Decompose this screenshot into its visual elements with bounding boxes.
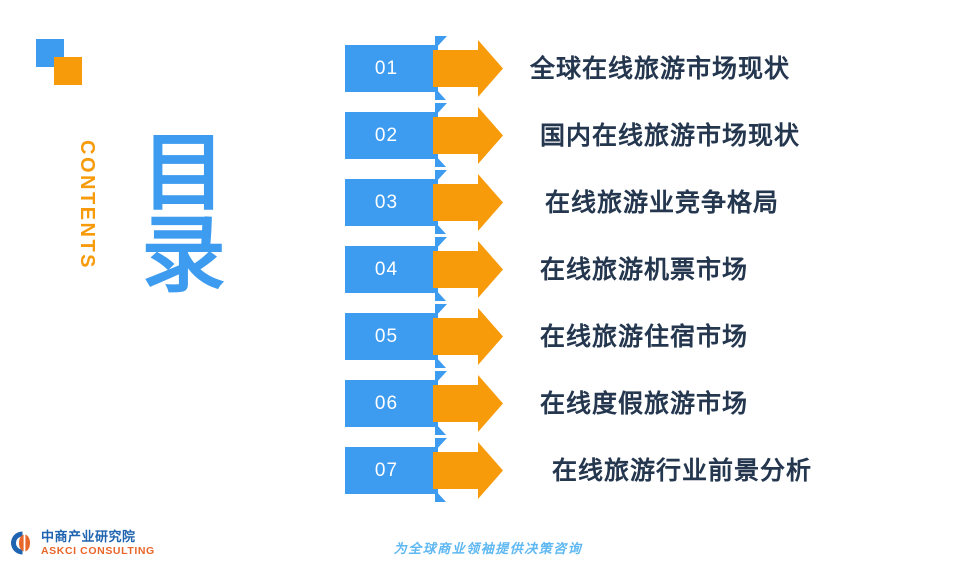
- item-number: 02: [374, 125, 399, 146]
- badge-rectangle: [345, 246, 438, 293]
- item-label: 在线旅游住宿市场: [540, 322, 749, 351]
- item-label: 全球在线旅游市场现状: [530, 54, 791, 83]
- badge-rectangle: [345, 179, 438, 226]
- decorative-squares: [36, 39, 82, 85]
- list-item[interactable]: 04 在线旅游机票市场: [345, 237, 945, 301]
- badge-notch-bottom-icon: [435, 289, 446, 301]
- arrow-right-icon: [433, 174, 503, 231]
- badge-rectangle: [345, 313, 438, 360]
- badge-notch-top-icon: [435, 36, 447, 49]
- item-badge: 03: [345, 170, 505, 234]
- footer-logo-cn: 中商产业研究院: [41, 528, 136, 544]
- agenda-list: 01 全球在线旅游市场现状 02: [345, 36, 945, 514]
- item-badge: 06: [345, 371, 505, 435]
- item-number: 06: [374, 393, 399, 414]
- badge-notch-top-icon: [435, 304, 447, 317]
- item-label: 在线旅游业竞争格局: [545, 188, 780, 217]
- badge-notch-bottom-icon: [435, 155, 446, 167]
- item-label: 在线度假旅游市场: [540, 389, 749, 418]
- page-title: 目录: [128, 128, 226, 292]
- footer-logo-en: ASKCI CONSULTING: [41, 544, 155, 557]
- badge-rectangle: [345, 380, 438, 427]
- item-label: 国内在线旅游市场现状: [540, 121, 801, 150]
- item-number: 07: [374, 460, 399, 481]
- arrow-right-icon: [433, 308, 503, 365]
- footer-logo: 中商产业研究院 ASKCI CONSULTING: [8, 528, 155, 558]
- badge-notch-top-icon: [435, 170, 447, 183]
- badge-rectangle: [345, 112, 438, 159]
- item-number: 05: [374, 326, 399, 347]
- arrow-right-icon: [433, 107, 503, 164]
- badge-notch-top-icon: [435, 371, 447, 384]
- list-item[interactable]: 06 在线度假旅游市场: [345, 371, 945, 435]
- item-badge: 07: [345, 438, 505, 502]
- badge-notch-top-icon: [435, 237, 447, 250]
- arrow-right-icon: [433, 375, 503, 432]
- item-number: 03: [374, 192, 399, 213]
- list-item[interactable]: 05 在线旅游住宿市场: [345, 304, 945, 368]
- badge-rectangle: [345, 447, 438, 494]
- footer-tagline: 为全球商业领袖提供决策咨询: [393, 542, 583, 557]
- decorative-square-orange: [54, 57, 82, 85]
- badge-notch-bottom-icon: [435, 423, 446, 435]
- list-item[interactable]: 01 全球在线旅游市场现状: [345, 36, 945, 100]
- badge-rectangle: [345, 45, 438, 92]
- list-item[interactable]: 03 在线旅游业竞争格局: [345, 170, 945, 234]
- item-badge: 01: [345, 36, 505, 100]
- item-number: 04: [374, 259, 399, 280]
- badge-notch-bottom-icon: [435, 88, 446, 100]
- item-number: 01: [374, 58, 399, 79]
- contents-label: CONTENTS: [76, 140, 98, 270]
- footer-wordmark: 中商产业研究院 ASKCI CONSULTING: [41, 530, 155, 557]
- badge-notch-bottom-icon: [435, 222, 446, 234]
- item-badge: 02: [345, 103, 505, 167]
- item-badge: 05: [345, 304, 505, 368]
- badge-notch-bottom-icon: [435, 490, 446, 502]
- badge-notch-top-icon: [435, 103, 447, 116]
- arrow-right-icon: [433, 241, 503, 298]
- badge-notch-top-icon: [435, 438, 447, 451]
- list-item[interactable]: 02 国内在线旅游市场现状: [345, 103, 945, 167]
- item-label: 在线旅游行业前景分析: [552, 456, 813, 485]
- arrow-right-icon: [433, 442, 503, 499]
- arrow-right-icon: [433, 40, 503, 97]
- item-label: 在线旅游机票市场: [540, 255, 749, 284]
- askci-logo-icon: [8, 530, 36, 556]
- badge-notch-bottom-icon: [435, 356, 446, 368]
- item-badge: 04: [345, 237, 505, 301]
- list-item[interactable]: 07 在线旅游行业前景分析: [345, 438, 945, 502]
